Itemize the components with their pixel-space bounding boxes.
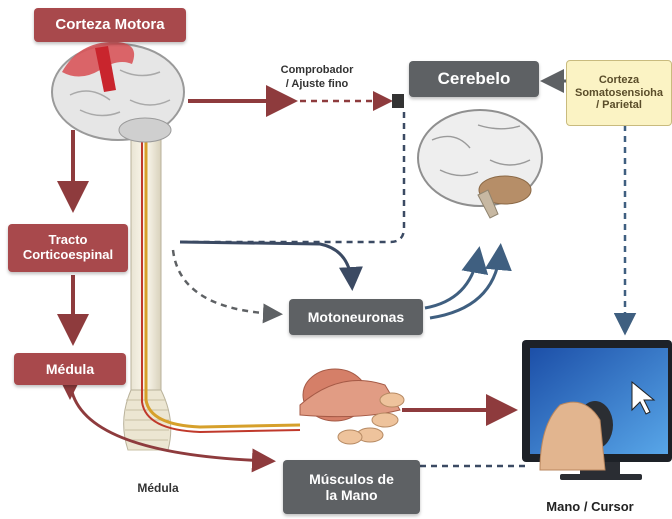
medula-caption: Médula bbox=[118, 481, 198, 495]
computer-monitor-illustration bbox=[522, 340, 672, 480]
medula-box: Médula bbox=[14, 353, 126, 385]
musculos-line1: Músculos de bbox=[309, 471, 394, 487]
corteza-somato-line3: / Parietal bbox=[596, 99, 642, 112]
corteza-somatosensorial-box: Corteza Somatosensioha / Parietal bbox=[566, 60, 672, 126]
motoneuronas-label: Motoneuronas bbox=[308, 309, 404, 325]
comprobador-line1: Comprobador bbox=[262, 64, 372, 78]
corteza-somato-line1: Corteza bbox=[599, 74, 639, 87]
corteza-motora-box: Corteza Motora bbox=[34, 8, 186, 42]
corteza-motora-label: Corteza Motora bbox=[55, 16, 164, 33]
comprobador-label: Comprobador / Ajuste fino bbox=[262, 64, 372, 92]
musculos-line2: la Mano bbox=[325, 487, 377, 503]
mano-cursor-caption: Mano / Cursor bbox=[530, 499, 650, 514]
cerebelo-label: Cerebelo bbox=[438, 69, 511, 89]
spinal-cord-illustration bbox=[124, 118, 300, 450]
tracto-line1: Tracto bbox=[48, 233, 87, 248]
motoneuronas-box: Motoneuronas bbox=[289, 299, 423, 335]
cerebelo-box: Cerebelo bbox=[409, 61, 539, 97]
musculos-mano-box: Músculos de la Mano bbox=[283, 460, 420, 514]
motor-cortex-brain-illustration bbox=[52, 42, 184, 142]
hand-muscles-illustration bbox=[300, 369, 404, 444]
corteza-somato-line2: Somatosensioha bbox=[575, 87, 663, 100]
cerebellum-brain-illustration bbox=[418, 110, 542, 218]
tracto-corticoespinal-box: Tracto Corticoespinal bbox=[8, 224, 128, 272]
tracto-line2: Corticoespinal bbox=[23, 248, 113, 263]
medula-box-label: Médula bbox=[46, 361, 94, 377]
comprobador-line2: / Ajuste fino bbox=[262, 78, 372, 92]
